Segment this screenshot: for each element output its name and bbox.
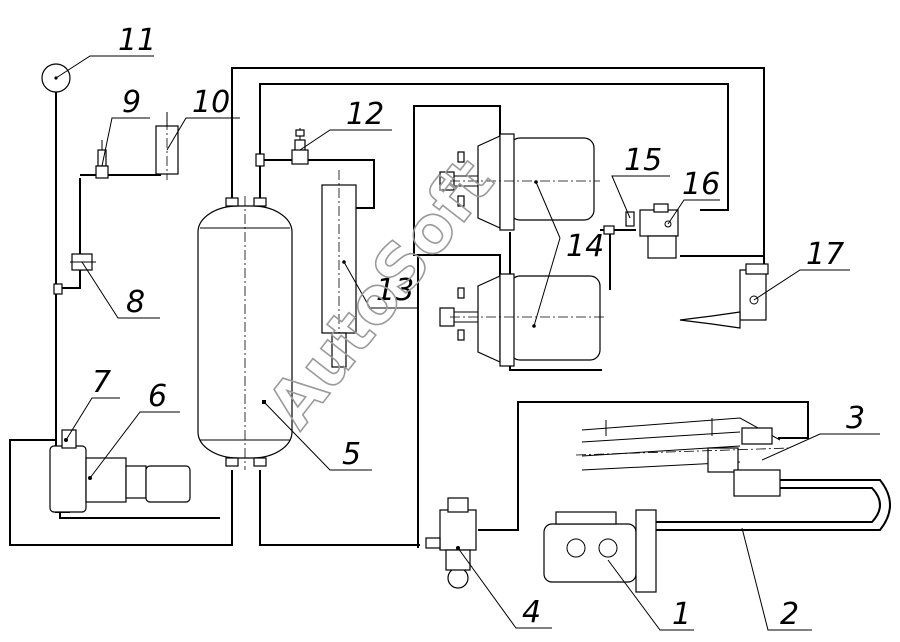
- callout-4: 4: [522, 595, 541, 630]
- release-valve-12: [291, 128, 309, 165]
- callout-14: 14: [566, 229, 604, 264]
- callout-12: 12: [346, 97, 384, 132]
- control-valve-4: [425, 497, 477, 589]
- callout-1: 1: [672, 597, 691, 632]
- callout-7: 7: [92, 365, 111, 400]
- compressor-assembly: [49, 429, 191, 513]
- pump-unit-1: [543, 509, 657, 593]
- callout-17: 17: [806, 237, 844, 272]
- callout-labels: 11 9 10 12 13 14 15 16 17 8 7 6 5 4 1 2 …: [92, 23, 865, 632]
- callout-6: 6: [148, 379, 167, 414]
- brake-valve-17: [679, 263, 769, 329]
- auxiliary-tank: [321, 170, 357, 370]
- tee-fitting: [255, 153, 265, 167]
- relay-valve-16: [639, 203, 679, 259]
- tee-fitting: [53, 283, 63, 295]
- drain-valve-8: [70, 253, 96, 271]
- leader-lines: [55, 55, 880, 631]
- callout-10: 10: [192, 85, 230, 120]
- callout-5: 5: [342, 437, 361, 472]
- callout-2: 2: [780, 597, 799, 632]
- callout-16: 16: [682, 167, 720, 202]
- callout-11: 11: [118, 23, 156, 58]
- callout-15: 15: [624, 143, 662, 178]
- pipelines: [9, 67, 891, 548]
- moisture-separator: [155, 112, 179, 180]
- air-receiver: [197, 196, 293, 470]
- brake-chamber-upper: [439, 133, 600, 231]
- callout-3: 3: [846, 401, 865, 436]
- brake-chamber-lower: [439, 273, 606, 367]
- connector-15: [603, 211, 635, 235]
- callout-8: 8: [126, 285, 145, 320]
- callout-9: 9: [122, 85, 141, 120]
- leaf-spring-assembly-3: [575, 417, 791, 497]
- callout-13: 13: [376, 273, 414, 308]
